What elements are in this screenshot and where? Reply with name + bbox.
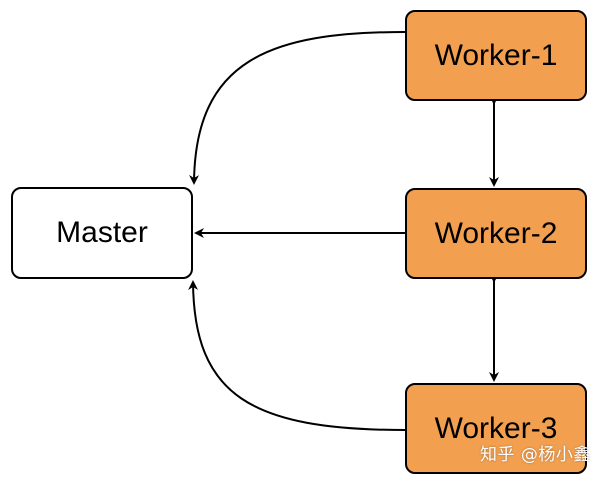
edge-worker1-to-master	[189, 31, 406, 185]
worker-2-node: Worker-2	[405, 188, 587, 279]
worker-3-node: Worker-3	[405, 383, 587, 474]
worker-3-label: Worker-3	[434, 411, 558, 445]
worker-2-label: Worker-2	[434, 216, 558, 250]
master-label: Master	[56, 216, 148, 249]
worker-1-node: Worker-1	[405, 10, 587, 101]
master-node: Master	[11, 187, 193, 279]
zhihu-watermark: 知乎 @杨小鑫	[480, 445, 591, 465]
worker-1-label: Worker-1	[434, 38, 558, 72]
edge-worker3-to-master	[188, 280, 406, 431]
